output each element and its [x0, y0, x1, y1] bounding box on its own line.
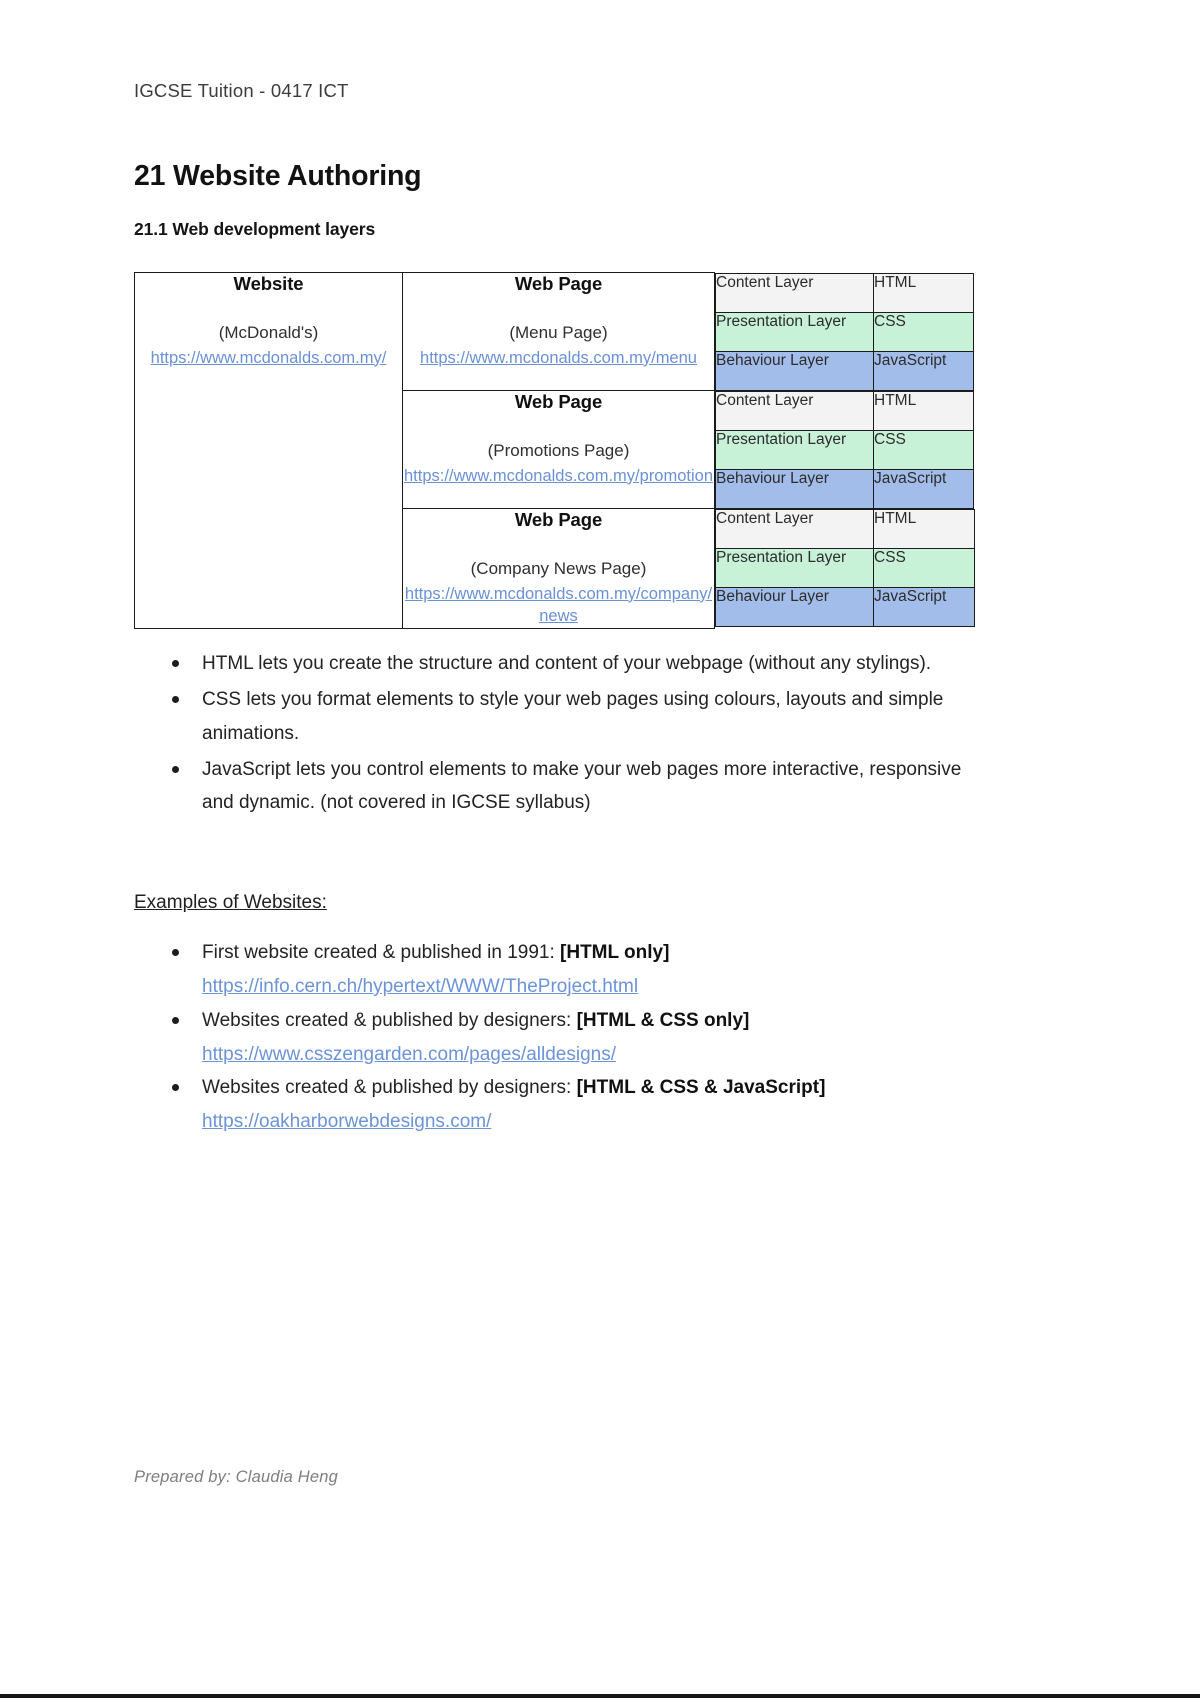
layer-row: Presentation Layer CSS	[715, 311, 974, 352]
examples-heading: Examples of Websites:	[134, 892, 327, 914]
list-item: First website created & published in 199…	[172, 936, 979, 1004]
example-text: Websites created & published by designer…	[202, 1077, 577, 1099]
layer-tech: CSS	[873, 311, 974, 352]
list-item: HTML lets you create the structure and c…	[172, 647, 979, 681]
page-title: 21 Website Authoring	[134, 160, 422, 192]
list-item: JavaScript lets you control elements to …	[172, 753, 979, 821]
layer-row: Content Layer HTML	[715, 390, 974, 431]
layer-tech: CSS	[873, 547, 975, 588]
layer-name: Presentation Layer	[715, 429, 874, 470]
layer-tech: JavaScript	[873, 350, 974, 391]
webpage-cell-promotions: Web Page (Promotions Page) https://www.m…	[402, 390, 715, 509]
layer-description-list: HTML lets you create the structure and c…	[134, 647, 979, 820]
webpage-name: (Company News Page)	[470, 559, 647, 578]
example-tag: [HTML only]	[560, 942, 670, 964]
layer-name: Content Layer	[715, 272, 874, 313]
layer-row: Presentation Layer CSS	[715, 429, 974, 470]
layer-row: Presentation Layer CSS	[715, 547, 975, 588]
example-text: Websites created & published by designer…	[202, 1009, 577, 1031]
webpage-url-link[interactable]: https://www.mcdonalds.com.my/company/new…	[404, 584, 713, 626]
layer-name: Presentation Layer	[715, 311, 874, 352]
layer-table-menu: Content Layer HTML Presentation Layer CS…	[715, 272, 974, 391]
website-heading: Website	[233, 273, 304, 294]
website-url-link[interactable]: https://www.mcdonalds.com.my/	[150, 348, 387, 367]
layer-tech: CSS	[873, 429, 974, 470]
webpage-name: (Promotions Page)	[487, 441, 630, 460]
layers-cell-promotions: Content Layer HTML Presentation Layer CS…	[715, 390, 975, 509]
layer-name: Behaviour Layer	[715, 350, 874, 391]
webpage-name: (Menu Page)	[509, 323, 608, 342]
website-name: (McDonald's)	[218, 323, 319, 342]
webpage-cell-company-news: Web Page (Company News Page) https://www…	[402, 507, 715, 630]
layer-row: Behaviour Layer JavaScript	[715, 350, 974, 391]
layer-name: Presentation Layer	[715, 547, 874, 588]
webpage-url-link[interactable]: https://www.mcdonalds.com.my/promotion	[403, 466, 714, 485]
document-header: IGCSE Tuition - 0417 ICT	[134, 80, 349, 101]
layer-tech: JavaScript	[873, 586, 975, 627]
document-body: IGCSE Tuition - 0417 ICT 21 Website Auth…	[134, 80, 979, 1139]
webpage-heading: Web Page	[514, 273, 603, 294]
layer-tech: HTML	[873, 390, 974, 431]
document-footer: Prepared by: Claudia Heng	[134, 1468, 339, 1486]
layer-name: Content Layer	[715, 508, 874, 549]
layer-tech: JavaScript	[873, 468, 974, 509]
example-tag: [HTML & CSS & JavaScript]	[576, 1077, 826, 1099]
layers-cell-menu: Content Layer HTML Presentation Layer CS…	[715, 272, 975, 391]
layers-cell-company-news: Content Layer HTML Presentation Layer CS…	[715, 508, 975, 629]
layer-name: Behaviour Layer	[715, 468, 874, 509]
layer-table-company-news: Content Layer HTML Presentation Layer CS…	[715, 508, 975, 627]
example-tag: [HTML & CSS only]	[576, 1009, 750, 1031]
layer-row: Content Layer HTML	[715, 508, 975, 549]
layer-tech: HTML	[873, 272, 974, 313]
example-url-link[interactable]: https://info.cern.ch/hypertext/WWW/ThePr…	[202, 976, 639, 998]
webpage-url-link[interactable]: https://www.mcdonalds.com.my/menu	[420, 348, 697, 367]
layer-row: Behaviour Layer JavaScript	[715, 586, 975, 627]
layer-table-promotions: Content Layer HTML Presentation Layer CS…	[715, 390, 974, 509]
webpage-heading: Web Page	[514, 509, 603, 530]
section-heading: 21.1 Web development layers	[134, 219, 376, 239]
list-item: Websites created & published by designer…	[172, 1071, 979, 1139]
layer-name: Behaviour Layer	[715, 586, 874, 627]
list-item: Websites created & published by designer…	[172, 1004, 979, 1072]
list-item: CSS lets you format elements to style yo…	[172, 683, 979, 751]
layer-row: Content Layer HTML	[715, 272, 974, 313]
layer-name: Content Layer	[715, 390, 874, 431]
example-url-link[interactable]: https://www.csszengarden.com/pages/allde…	[202, 1043, 616, 1065]
example-url-link[interactable]: https://oakharborwebdesigns.com/	[202, 1111, 492, 1133]
example-text: First website created & published in 199…	[202, 942, 561, 964]
website-cell: Website (McDonald's) https://www.mcdonal…	[134, 271, 403, 630]
page-bottom-rule	[0, 1694, 1200, 1698]
web-development-layers-table: Website (McDonald's) https://www.mcdonal…	[134, 271, 975, 630]
examples-list: First website created & published in 199…	[134, 936, 979, 1139]
layer-tech: HTML	[873, 508, 975, 549]
layer-row: Behaviour Layer JavaScript	[715, 468, 974, 509]
webpage-heading: Web Page	[514, 391, 603, 412]
webpage-cell-menu: Web Page (Menu Page) https://www.mcdonal…	[402, 272, 715, 391]
